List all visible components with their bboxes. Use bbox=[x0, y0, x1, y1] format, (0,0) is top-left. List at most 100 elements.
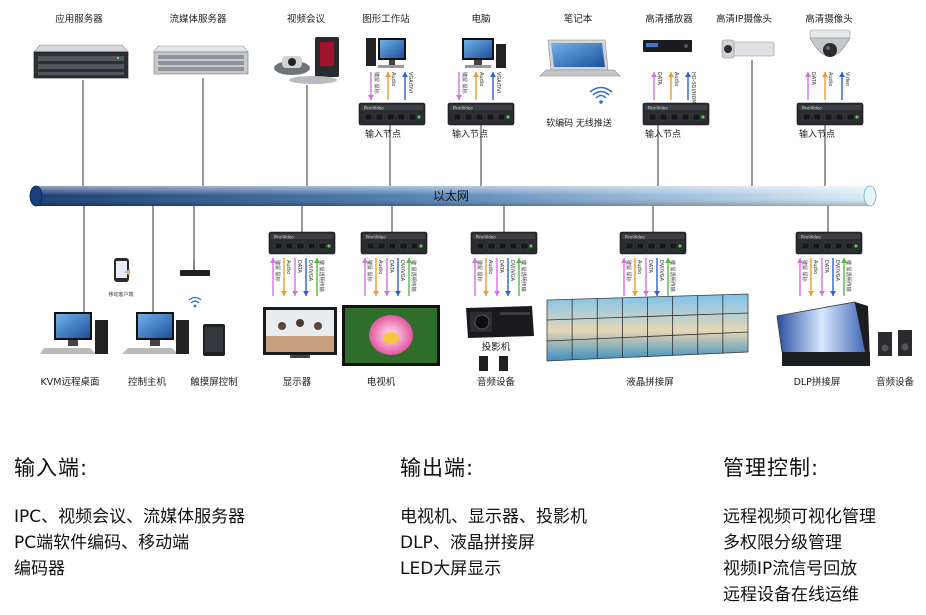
input-summary: 输入端: IPC、视频会议、流媒体服务器 PC端软件编码、移动端 编码器 bbox=[14, 452, 245, 582]
signal-arrow-head bbox=[805, 72, 811, 77]
signal-arrow-head bbox=[685, 72, 691, 77]
video-conf-icon bbox=[274, 37, 339, 84]
signal-label: VGA/DVI bbox=[495, 72, 501, 93]
encoder-brand: PinnVideo bbox=[801, 235, 821, 240]
output-summary: 输出端: 电视机、显示器、投影机 DLP、液晶拼接屏 LED大屏显示 bbox=[400, 452, 587, 582]
ethernet-pipe: 以太网 bbox=[29, 185, 877, 207]
computer-label: 电脑 bbox=[471, 13, 490, 25]
monitor-icon bbox=[263, 307, 337, 358]
signal-arrow-head bbox=[808, 291, 814, 296]
signal-label: 键鼠 鼠标 bbox=[625, 260, 632, 282]
signal-label: HD-SDI/HDMI bbox=[690, 72, 696, 105]
signal-label: 键鼠 鼠标 bbox=[366, 260, 373, 282]
computer-icon bbox=[462, 38, 506, 68]
media-server-label: 流媒体服务器 bbox=[169, 13, 227, 25]
video-conf-label: 视频会议 bbox=[287, 13, 326, 25]
input-summary-line: 编码器 bbox=[14, 559, 65, 579]
audio-device-2-icon bbox=[878, 330, 912, 356]
signal-arrow-head bbox=[473, 72, 479, 77]
input-summary-line: IPC、视频会议、流媒体服务器 bbox=[14, 507, 246, 527]
signal-arrow-head bbox=[668, 72, 674, 77]
connection-lines bbox=[82, 60, 829, 312]
projector-icon bbox=[466, 306, 534, 338]
signal-label: DVI/VGA bbox=[399, 260, 405, 282]
signal-label: Audio bbox=[636, 260, 642, 274]
hd-camera-label: 高清摄像头 bbox=[805, 13, 853, 25]
signal-arrow-head bbox=[292, 291, 298, 296]
monitor-label: 显示器 bbox=[283, 377, 312, 388]
mobile-phone-icon bbox=[114, 258, 130, 282]
signal-label: 键鼠 鼠标 bbox=[461, 72, 468, 94]
signal-arrow-head bbox=[505, 291, 511, 296]
signal-label: VGA/DVI bbox=[407, 72, 413, 93]
lcd-wall-label: 液晶拼接屏 bbox=[626, 376, 674, 388]
laptop-note: 软编码 无线推送 bbox=[546, 117, 612, 129]
output-summary-line: 电视机、显示器、投影机 bbox=[400, 507, 587, 527]
laptop-icon bbox=[539, 39, 621, 77]
tv-label: 电视机 bbox=[367, 376, 396, 388]
signal-label: DATA bbox=[498, 260, 504, 273]
ip-camera-icon bbox=[721, 39, 775, 59]
signal-arrow-head bbox=[362, 258, 368, 263]
signal-arrow-head bbox=[270, 258, 276, 263]
output-summary-line: DLP、液晶拼接屏 bbox=[400, 533, 535, 553]
encoder-brand: PinnVideo bbox=[648, 106, 668, 111]
management-summary: 管理控制: 远程视频可视化管理 多权限分级管理 视频IP流信号回放 远程设备在线… bbox=[723, 452, 876, 608]
graphics-ws-label: 图形工作站 bbox=[362, 13, 410, 25]
signal-arrow-head bbox=[456, 95, 462, 100]
signal-arrow-head bbox=[516, 258, 522, 263]
signal-arrow-head bbox=[314, 258, 320, 263]
signal-label: DVI/VGA bbox=[834, 260, 840, 282]
signal-arrow-head bbox=[621, 258, 627, 263]
signal-label: DATA bbox=[656, 72, 662, 85]
signal-arrow-head bbox=[384, 291, 390, 296]
audio-1-label: 音频设备 bbox=[477, 376, 516, 388]
signal-label: Audio bbox=[812, 260, 818, 274]
signal-label: Video bbox=[844, 72, 850, 86]
output-decoder: PinnVideo bbox=[795, 231, 863, 255]
signal-arrow-head bbox=[368, 95, 374, 100]
input-node-label: 输入节点 bbox=[452, 128, 488, 140]
laptop-label: 笔记本 bbox=[564, 13, 593, 25]
input-summary-line: PC端软件编码、移动端 bbox=[14, 533, 190, 553]
signal-arrow-head bbox=[654, 291, 660, 296]
audio-device-1-icon bbox=[479, 356, 508, 371]
control-host-label: 控制主机 bbox=[128, 376, 167, 388]
signal-label: DATA bbox=[810, 72, 816, 85]
input-encoder: PinnVideo bbox=[796, 102, 864, 126]
signal-arrow-head bbox=[281, 291, 287, 296]
touch-control-label: 触摸屏控制 bbox=[190, 376, 238, 388]
signal-arrow-head bbox=[395, 291, 401, 296]
tv-icon bbox=[342, 305, 440, 366]
signal-arrow-head bbox=[472, 258, 478, 263]
signal-arrow-head bbox=[841, 258, 847, 263]
bottom-signal-arrows: 键鼠 鼠标 Audio DATA DVI/VGA 键 鼠透明传输 键鼠 鼠标 Audio DA… bbox=[270, 258, 852, 296]
hd-player-label: 高清播放器 bbox=[645, 13, 693, 25]
input-node-label: 输入节点 bbox=[799, 128, 835, 140]
signal-label: Audio bbox=[478, 72, 484, 86]
signal-label: 键 鼠透明传输 bbox=[410, 260, 417, 292]
management-summary-line: 多权限分级管理 bbox=[723, 533, 842, 553]
encoder-brand: PinnVideo bbox=[364, 106, 384, 111]
signal-label: DATA bbox=[647, 260, 653, 273]
hd-camera-icon bbox=[809, 29, 851, 57]
dlp-wall-icon bbox=[776, 301, 870, 366]
bottom-device-labels: KVM远程桌面 控制主机 触摸屏控制 显示器 电视机 投影机 音频设备 液晶拼接… bbox=[41, 341, 915, 388]
app-server-label: 应用服务器 bbox=[55, 13, 103, 25]
encoder-brand: PinnVideo bbox=[274, 235, 294, 240]
top-encoders: PinnVideo输入节点PinnVideo输入节点PinnVideo输入节点P… bbox=[358, 102, 864, 140]
mobile-label: 移动客户端 bbox=[108, 291, 133, 298]
output-decoder: PinnVideo bbox=[268, 231, 336, 255]
signal-label: Audio bbox=[285, 260, 291, 274]
lcd-video-wall-icon bbox=[546, 293, 749, 362]
management-summary-title: 管理控制: bbox=[723, 456, 820, 480]
router-wifi-icon bbox=[188, 296, 202, 308]
ip-camera-label: 高清IP摄像头 bbox=[716, 13, 772, 25]
input-summary-title: 输入端: bbox=[14, 456, 89, 480]
signal-label: DVI/VGA bbox=[658, 260, 664, 282]
signal-arrow-head bbox=[819, 291, 825, 296]
signal-label: DATA bbox=[296, 260, 302, 273]
encoder-brand: PinnVideo bbox=[802, 106, 822, 111]
signal-label: DVI/VGA bbox=[307, 260, 313, 282]
